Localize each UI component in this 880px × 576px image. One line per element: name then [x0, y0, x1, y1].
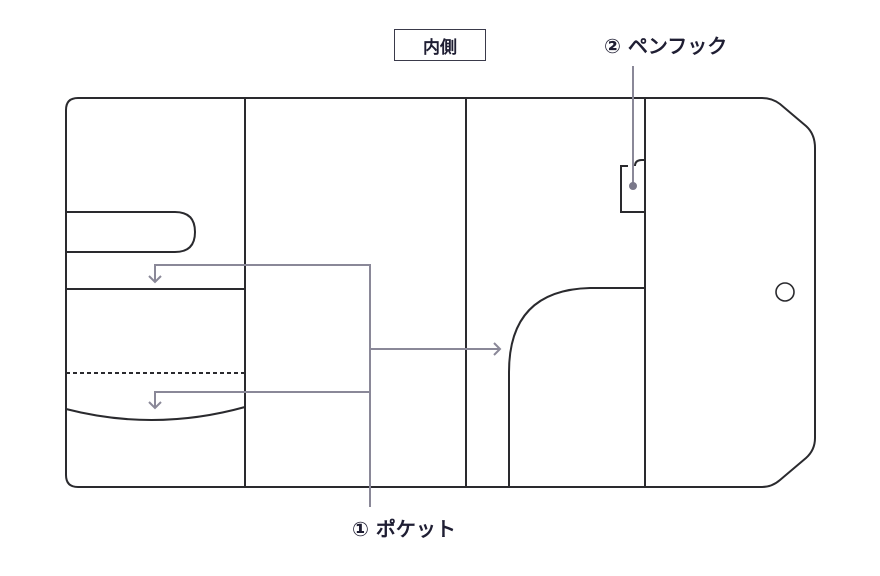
side-label-box: 内側	[394, 29, 486, 61]
callout-pen-hook: ② ペンフック	[604, 30, 727, 59]
outer-outline	[65, 97, 816, 488]
snap-button-icon	[775, 282, 795, 302]
callout-label: ポケット	[375, 517, 456, 541]
callout-pocket: ① ポケット	[352, 513, 456, 542]
callout-label: ペンフック	[627, 34, 728, 58]
side-label: 内側	[423, 37, 457, 58]
large-pocket	[508, 287, 645, 487]
arrow-down-icon	[148, 275, 162, 284]
pen-hook-dot	[629, 182, 637, 190]
callout-number: ②	[604, 34, 621, 58]
arrow-right-icon	[493, 342, 502, 356]
callout-number: ①	[352, 517, 369, 541]
leader-pocket-lower	[154, 391, 370, 408]
pocket-curve	[65, 406, 246, 421]
card-tab	[66, 211, 197, 253]
leader-pocket-trunk	[154, 264, 371, 507]
pen-hook	[620, 159, 645, 213]
arrow-down-icon	[148, 401, 162, 410]
